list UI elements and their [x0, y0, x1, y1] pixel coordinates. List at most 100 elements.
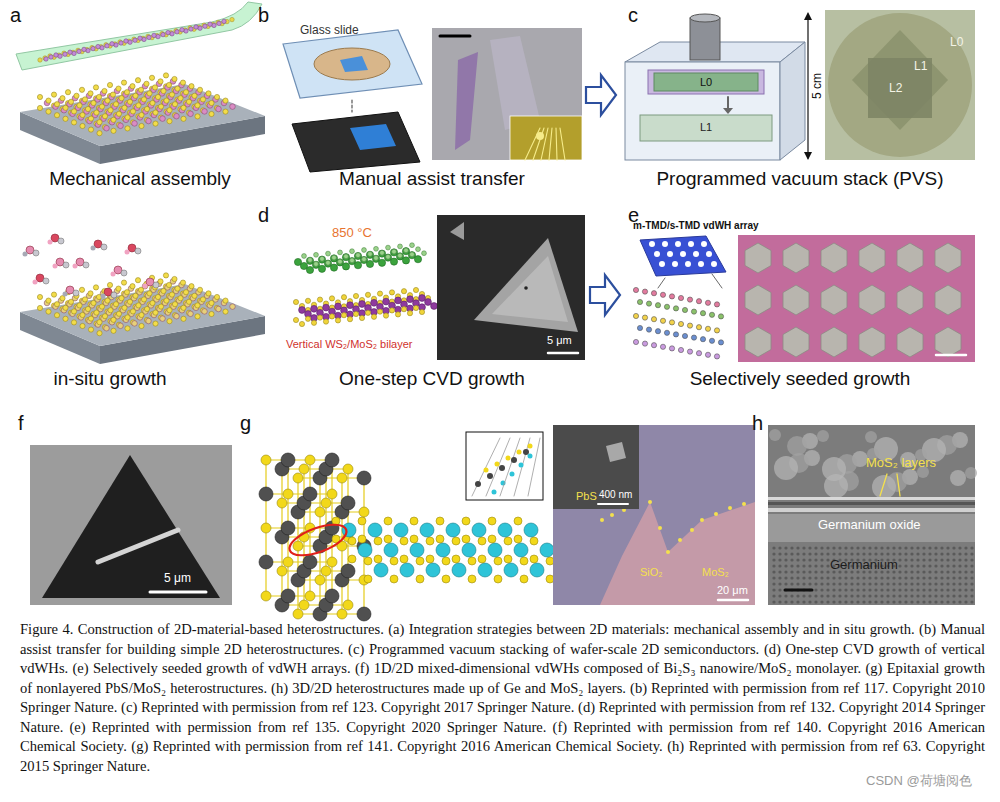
atom	[125, 115, 130, 120]
atom	[37, 105, 42, 110]
shape	[474, 238, 578, 332]
atom	[492, 490, 497, 495]
atom	[705, 326, 710, 331]
atom	[868, 594, 871, 597]
atom	[54, 53, 58, 57]
line	[150, 591, 206, 594]
atom	[946, 576, 949, 579]
atom	[838, 546, 841, 549]
atom	[928, 594, 931, 597]
atom	[772, 588, 775, 591]
atom	[530, 555, 538, 563]
atom	[144, 306, 149, 311]
atom	[696, 325, 701, 330]
atom	[111, 128, 116, 133]
atom	[610, 513, 614, 517]
atom	[166, 82, 171, 87]
atom	[874, 546, 877, 549]
atom	[934, 588, 937, 591]
shape	[450, 222, 464, 240]
atom	[127, 99, 132, 104]
atom	[633, 287, 638, 292]
atom	[209, 100, 214, 105]
atom	[472, 523, 486, 537]
shape	[42, 455, 220, 598]
atom	[468, 575, 476, 583]
atom	[183, 290, 188, 295]
shape	[821, 327, 847, 357]
atom	[192, 93, 197, 98]
atom	[784, 600, 787, 603]
atom	[802, 564, 805, 567]
atom	[342, 523, 356, 537]
atom	[88, 327, 93, 332]
atom	[709, 312, 714, 317]
atom	[940, 564, 943, 567]
atom	[796, 582, 799, 585]
atom	[642, 315, 647, 320]
atom	[46, 298, 51, 303]
atom	[772, 600, 775, 603]
atom	[357, 607, 371, 621]
atom	[208, 22, 212, 26]
atom	[97, 331, 102, 336]
atom	[216, 306, 222, 312]
atom	[772, 552, 775, 555]
atom	[808, 558, 811, 561]
atom	[880, 546, 883, 549]
atom	[99, 104, 104, 109]
atom	[259, 487, 273, 501]
atom	[796, 600, 799, 603]
atom	[922, 558, 925, 561]
atom	[132, 321, 138, 327]
atom	[97, 120, 102, 125]
atom	[97, 131, 102, 136]
atom	[898, 588, 901, 591]
atom	[121, 270, 127, 276]
atom	[402, 257, 409, 264]
atom	[655, 303, 660, 308]
atom	[136, 103, 141, 108]
atom	[711, 261, 717, 267]
atom	[321, 566, 331, 576]
atom	[952, 570, 955, 573]
atom	[144, 106, 149, 111]
atom	[160, 116, 166, 122]
atom	[772, 570, 775, 573]
atom	[261, 523, 271, 533]
atom	[223, 98, 228, 103]
atom	[802, 576, 805, 579]
atom	[814, 570, 817, 573]
atom	[784, 546, 787, 549]
atom	[655, 329, 660, 334]
atom	[904, 564, 907, 567]
atom	[868, 600, 871, 603]
atom	[862, 576, 865, 579]
atom	[305, 298, 310, 303]
atom	[504, 537, 512, 545]
atom	[495, 462, 500, 467]
structure-label: Vertical WS₂/MoS₂ bilayer	[286, 338, 413, 351]
atom	[498, 523, 512, 537]
image-panel	[432, 28, 582, 160]
line	[472, 438, 500, 496]
atom	[125, 250, 130, 255]
atom	[832, 576, 835, 579]
atom	[343, 464, 353, 474]
atom	[928, 564, 931, 567]
atom	[524, 286, 528, 290]
atom	[844, 552, 847, 555]
atom	[323, 319, 328, 324]
atom	[808, 552, 811, 555]
atom	[63, 262, 69, 268]
atom	[817, 430, 829, 442]
atom	[283, 489, 293, 499]
atom	[487, 473, 493, 479]
atom	[958, 552, 961, 555]
image-panel	[690, 18, 720, 60]
atom	[452, 537, 460, 545]
atom	[688, 241, 694, 247]
atom	[401, 307, 406, 312]
atom	[862, 600, 865, 603]
atom	[808, 594, 811, 597]
